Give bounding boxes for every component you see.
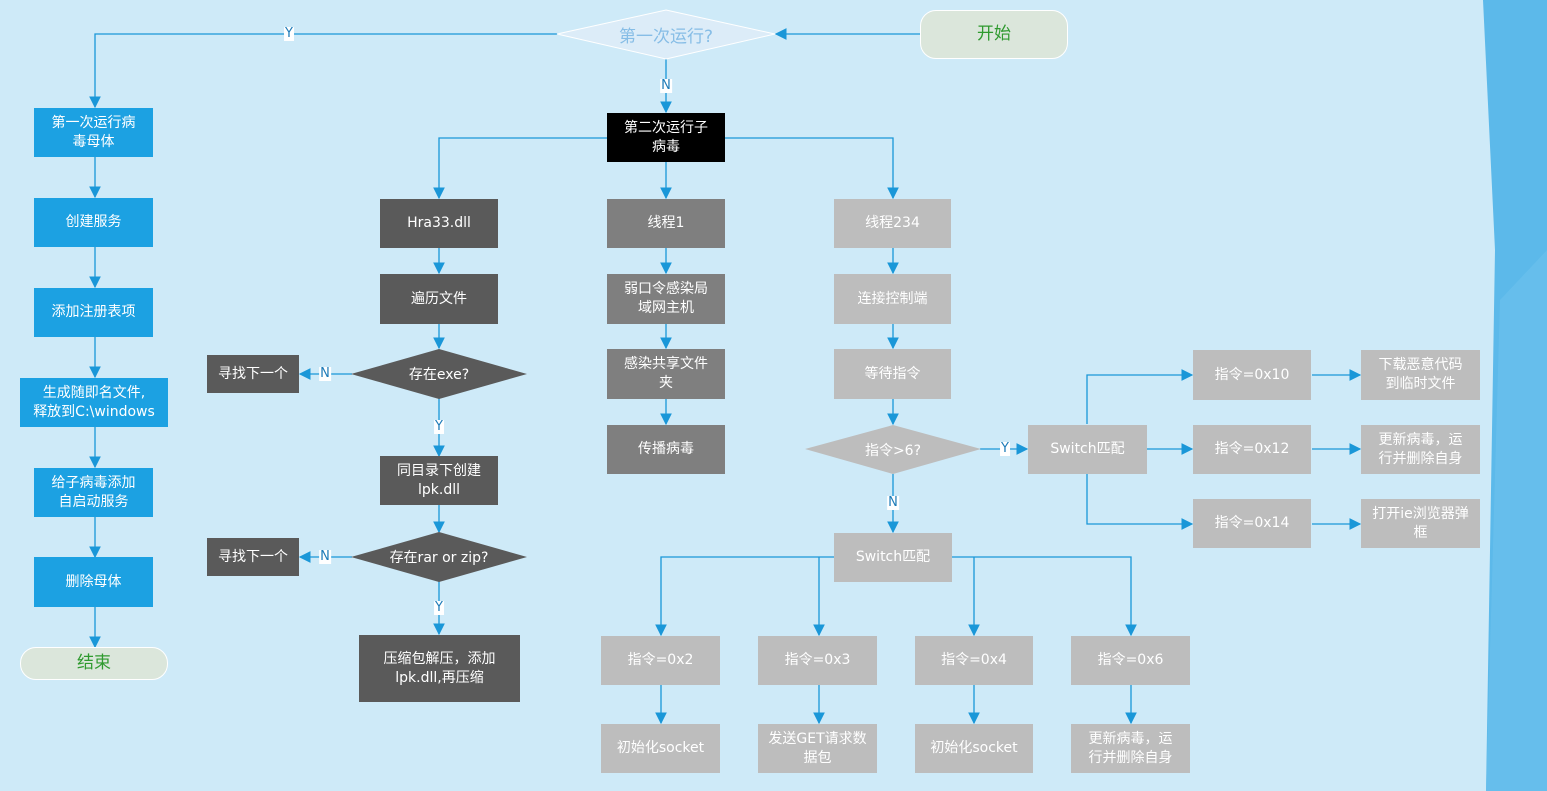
edge-label-first-no: N [660, 78, 672, 93]
edge-sl-0x6 [951, 556, 1137, 637]
edge-sh-0x10 [1086, 369, 1194, 424]
node-thread234[interactable]: 线程234 [834, 199, 951, 248]
decision-rar-zip-shape [351, 532, 527, 582]
node-create-lpk[interactable]: 同目录下创建 lpk.dll [380, 456, 498, 505]
node-find-next-1[interactable]: 寻找下一个 [207, 355, 299, 393]
edge-sl-0x2 [655, 556, 836, 637]
node-hra33[interactable]: Hra33.dll [380, 199, 498, 248]
node-cmd-0x12[interactable]: 指令=0x12 [1193, 425, 1311, 474]
node-create-service[interactable]: 创建服务 [34, 198, 153, 247]
edge-label-cmd-no: N [887, 495, 899, 510]
node-wait-cmd[interactable]: 等待指令 [834, 349, 951, 399]
node-gen-random-file[interactable]: 生成随即名文件, 释放到C:\windows [20, 378, 168, 427]
node-add-autostart[interactable]: 给子病毒添加 自启动服务 [34, 468, 153, 517]
edge-label-first-yes: Y [284, 26, 294, 41]
node-infect-share[interactable]: 感染共享文件 夹 [607, 349, 725, 399]
decision-first-run[interactable]: 第一次运行? [618, 27, 714, 47]
decision-first-run-shape [556, 9, 776, 60]
side-band-shade [1486, 250, 1547, 791]
node-traverse-files[interactable]: 遍历文件 [380, 274, 498, 324]
node-thread1[interactable]: 线程1 [607, 199, 725, 248]
decision-exe[interactable]: 存在exe? [408, 367, 470, 383]
node-switch-high[interactable]: Switch匹配 [1028, 425, 1147, 474]
node-cmd-0x6[interactable]: 指令=0x6 [1071, 636, 1190, 685]
node-weak-password[interactable]: 弱口令感染局 域网主机 [607, 274, 725, 324]
edge-label-rar-yes: Y [434, 600, 444, 615]
node-spread[interactable]: 传播病毒 [607, 425, 725, 474]
start-node[interactable]: 开始 [920, 10, 1068, 59]
node-cmd-0x3[interactable]: 指令=0x3 [758, 636, 877, 685]
node-add-registry[interactable]: 添加注册表项 [34, 288, 153, 337]
node-act-0x12[interactable]: 更新病毒，运 行并删除自身 [1361, 425, 1480, 474]
node-switch-low[interactable]: Switch匹配 [834, 533, 952, 582]
node-cmd-0x10[interactable]: 指令=0x10 [1193, 350, 1311, 400]
node-act-0x10[interactable]: 下载恶意代码 到临时文件 [1361, 350, 1480, 400]
node-delete-parent[interactable]: 删除母体 [34, 557, 153, 607]
edge-first-yes [89, 33, 560, 109]
decision-cmd-shape [805, 425, 981, 474]
edge-label-cmd-yes: Y [1000, 441, 1010, 456]
node-cmd-0x2[interactable]: 指令=0x2 [601, 636, 720, 685]
end-node[interactable]: 结束 [20, 647, 168, 680]
edge-sh-0x14 [1086, 474, 1194, 530]
decision-exe-shape [351, 349, 527, 399]
decision-cmd-gt6[interactable]: 指令>6? [864, 442, 922, 459]
node-act-0x14[interactable]: 打开ie浏览器弹 框 [1361, 499, 1480, 548]
node-first-run-parent[interactable]: 第一次运行病 毒母体 [34, 108, 153, 157]
node-cmd-0x14[interactable]: 指令=0x14 [1193, 499, 1311, 548]
node-repack[interactable]: 压缩包解压，添加 lpk.dll,再压缩 [359, 635, 520, 702]
node-find-next-2[interactable]: 寻找下一个 [207, 538, 299, 576]
node-second-run-child[interactable]: 第二次运行子 病毒 [607, 113, 725, 162]
edge-label-exe-yes: Y [434, 419, 444, 434]
edge-second-hra [433, 137, 607, 200]
node-act-0x4[interactable]: 初始化socket [915, 724, 1033, 773]
node-act-0x2[interactable]: 初始化socket [601, 724, 720, 773]
decision-rar-zip[interactable]: 存在rar or zip? [389, 550, 489, 566]
node-act-0x6[interactable]: 更新病毒，运 行并删除自身 [1071, 724, 1190, 773]
edge-label-exe-no: N [319, 366, 331, 381]
node-cmd-0x4[interactable]: 指令=0x4 [915, 636, 1033, 685]
edge-label-rar-no: N [319, 549, 331, 564]
node-act-0x3[interactable]: 发送GET请求数 据包 [758, 724, 877, 773]
edge-second-thread234 [725, 137, 899, 200]
node-connect-c2[interactable]: 连接控制端 [834, 274, 951, 324]
